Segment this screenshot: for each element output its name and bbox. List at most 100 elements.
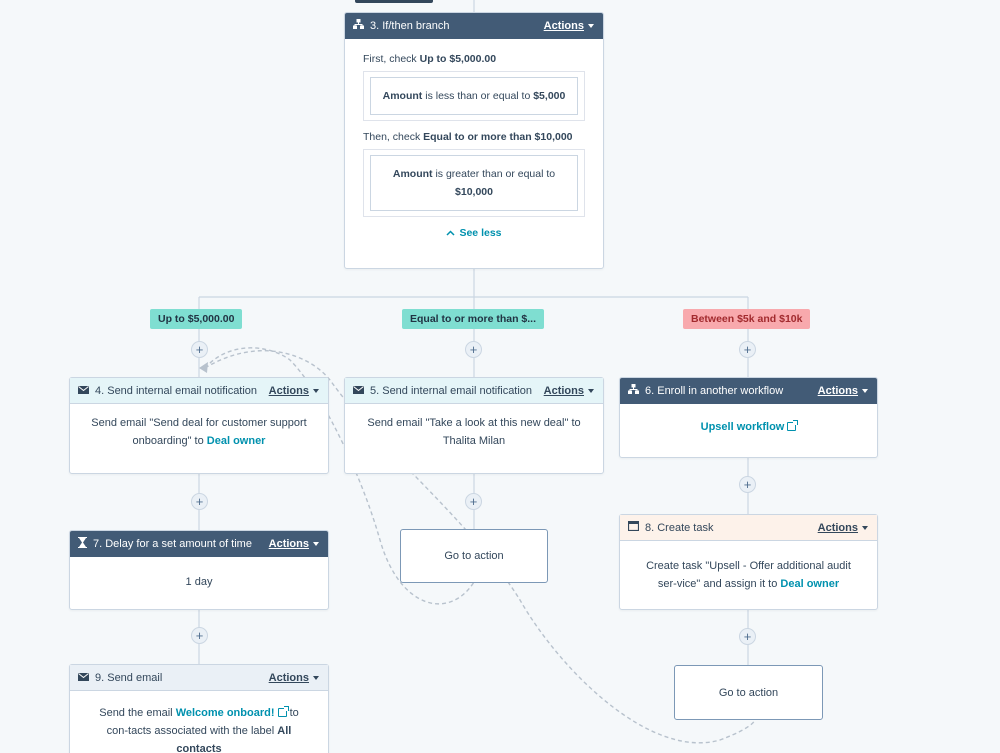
see-less-label: See less (459, 227, 502, 239)
see-less-link[interactable]: See less (363, 227, 585, 239)
add-action-button[interactable]: + (465, 341, 482, 358)
actions-menu[interactable]: Actions (269, 538, 319, 550)
second-branch-name: Equal to or more than $10,000 (423, 131, 573, 143)
branch-card-title: 3. If/then branch (370, 19, 450, 32)
action-card-8[interactable]: 8. Create task Actions Create task "Upse… (619, 514, 878, 610)
actions-label: Actions (268, 671, 309, 684)
action-body: Send email "Send deal for customer suppo… (70, 404, 328, 460)
go-to-action-button[interactable]: Go to action (400, 529, 548, 583)
previous-action-stub (355, 0, 433, 3)
action-card-header[interactable]: 7. Delay for a set amount of time Action… (70, 531, 328, 557)
actions-label: Actions (817, 521, 858, 534)
go-to-action-button[interactable]: Go to action (674, 665, 823, 720)
actions-menu[interactable]: Actions (269, 672, 319, 684)
email-name-link[interactable]: Welcome onboard! (175, 707, 275, 719)
add-action-button[interactable]: + (191, 493, 208, 510)
add-action-button[interactable]: + (465, 493, 482, 510)
chevron-up-icon (446, 230, 455, 236)
action-description: Send the email (99, 707, 173, 719)
condition-value: $10,000 (455, 186, 493, 198)
actions-label: Actions (543, 19, 584, 32)
action-card-header[interactable]: 8. Create task Actions (620, 515, 877, 541)
condition-property: Amount (382, 90, 423, 102)
action-body: Upsell workflow (620, 404, 877, 450)
delay-duration: 1 day (185, 576, 213, 588)
action-card-7[interactable]: 7. Delay for a set amount of time Action… (69, 530, 329, 610)
action-card-9[interactable]: 9. Send email Actions Send the email Wel… (69, 664, 329, 753)
branch-card-body: First, check Up to $5,000.00 Amount is l… (345, 39, 603, 249)
action-description: Send email "Take a look at this new deal… (367, 417, 581, 447)
add-action-button[interactable]: + (739, 476, 756, 493)
condition-value: $5,000 (533, 90, 566, 102)
actions-label: Actions (268, 384, 309, 397)
branch-tag-5k-to-10k[interactable]: Between $5k and $10k (683, 309, 811, 329)
action-body: 1 day (70, 557, 328, 607)
then-check-prefix: Then, check (363, 131, 421, 143)
action-card-5[interactable]: 5. Send internal email notification Acti… (344, 377, 604, 474)
branch-tag-over-10000[interactable]: Equal to or more than $... (402, 309, 545, 329)
actions-menu[interactable]: Actions (818, 522, 868, 534)
then-check-label: Then, check Equal to or more than $10,00… (363, 131, 585, 143)
actions-label: Actions (268, 537, 309, 550)
deal-owner-link[interactable]: Deal owner (780, 578, 840, 590)
condition-property: Amount (392, 168, 433, 180)
action-card-header[interactable]: 5. Send internal email notification Acti… (345, 378, 603, 404)
caret-down-icon (313, 675, 319, 680)
action-title: 7. Delay for a set amount of time (93, 537, 252, 550)
second-condition-group: Amount is greater than or equal to $10,00… (363, 149, 585, 217)
action-title: 9. Send email (95, 671, 163, 684)
action-card-header[interactable]: 6. Enroll in another workflow Actions (620, 378, 877, 404)
action-title: 6. Enroll in another workflow (645, 384, 784, 397)
add-action-button[interactable]: + (191, 627, 208, 644)
action-card-header[interactable]: 4. Send internal email notification Acti… (70, 378, 328, 404)
condition-operator: is less than or equal to (425, 90, 531, 102)
caret-down-icon (313, 388, 319, 393)
action-body: Create task "Upsell - Offer additional a… (620, 541, 877, 609)
actions-label: Actions (817, 384, 858, 397)
action-card-6[interactable]: 6. Enroll in another workflow Actions Up… (619, 377, 878, 458)
email-icon (353, 385, 364, 397)
contact-label: All contacts (176, 725, 292, 753)
add-action-button[interactable]: + (191, 341, 208, 358)
second-condition[interactable]: Amount is greater than or equal to $10,00… (370, 155, 578, 211)
caret-down-icon (588, 388, 594, 393)
upsell-workflow-link[interactable]: Upsell workflow (700, 421, 785, 433)
email-icon (78, 385, 89, 397)
caret-down-icon (862, 388, 868, 393)
if-then-branch-card[interactable]: 3. If/then branch Actions First, check U… (344, 12, 604, 269)
condition-operator: is greater than or equal to (435, 168, 556, 180)
first-branch-name: Up to $5,000.00 (419, 53, 497, 65)
caret-down-icon (862, 525, 868, 530)
first-condition-group: Amount is less than or equal to $5,000 (363, 71, 585, 121)
action-title: 4. Send internal email notification (95, 384, 258, 397)
action-body: Send the email Welcome onboard! to con-t… (70, 691, 328, 753)
workflow-icon (628, 384, 639, 397)
caret-down-icon (588, 23, 594, 28)
action-title: 5. Send internal email notification (370, 384, 533, 397)
action-card-header[interactable]: 9. Send email Actions (70, 665, 328, 691)
branch-icon (353, 19, 364, 32)
action-description-cont: to con-tacts associated with the label (106, 707, 299, 737)
branch-card-header[interactable]: 3. If/then branch Actions (345, 13, 603, 39)
branch-tag-up-to-5000[interactable]: Up to $5,000.00 (150, 309, 243, 329)
external-link-icon (787, 420, 799, 431)
first-condition[interactable]: Amount is less than or equal to $5,000 (370, 77, 578, 115)
action-description: Send email "Send deal for customer suppo… (91, 417, 307, 447)
actions-menu[interactable]: Actions (818, 385, 868, 397)
external-link-icon (277, 706, 289, 717)
first-check-prefix: First, check (363, 53, 417, 65)
action-card-4[interactable]: 4. Send internal email notification Acti… (69, 377, 329, 474)
deal-owner-link[interactable]: Deal owner (206, 435, 266, 447)
email-icon (78, 672, 89, 684)
action-description: Create task "Upsell - Offer additional a… (646, 560, 851, 590)
actions-menu[interactable]: Actions (269, 385, 319, 397)
add-action-button[interactable]: + (739, 628, 756, 645)
hourglass-icon (78, 536, 87, 551)
actions-label: Actions (543, 384, 584, 397)
actions-menu[interactable]: Actions (544, 385, 594, 397)
task-icon (627, 520, 640, 534)
caret-down-icon (313, 541, 319, 546)
branch-actions-menu[interactable]: Actions (544, 20, 594, 32)
add-action-button[interactable]: + (739, 341, 756, 358)
action-body: Send email "Take a look at this new deal… (345, 404, 603, 460)
